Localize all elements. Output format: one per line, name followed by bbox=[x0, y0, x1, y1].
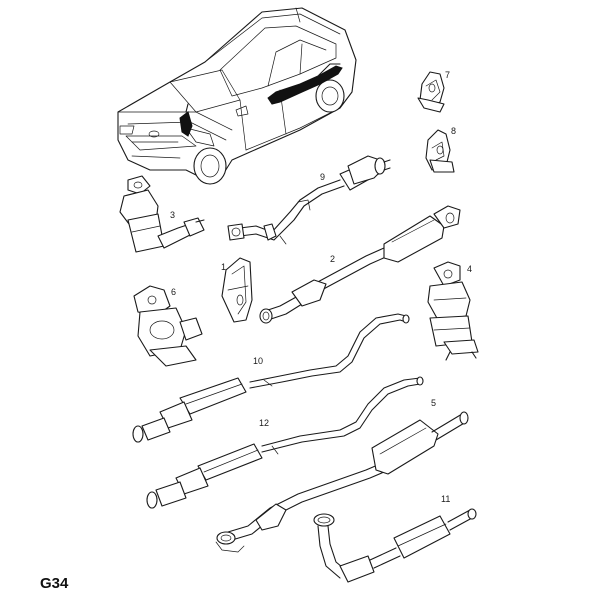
part-8-label: 8 bbox=[451, 126, 456, 136]
part-6-label: 6 bbox=[171, 287, 176, 297]
part-12-label: 12 bbox=[259, 418, 269, 428]
part-2-front-pipe-catalytic: 2 bbox=[259, 205, 461, 324]
page-code: G34 bbox=[40, 575, 69, 592]
part-5-front-pipe-catalytic: 5 bbox=[215, 398, 469, 553]
part-10-exhaust-pipe-filter: 10 bbox=[132, 313, 410, 443]
part-1-label: 1 bbox=[221, 262, 226, 272]
part-7-label: 7 bbox=[445, 70, 450, 80]
part-5-label: 5 bbox=[431, 398, 436, 408]
part-7-heat-shield: 7 bbox=[417, 70, 450, 113]
part-4-catalytic-converter: 4 bbox=[427, 261, 479, 361]
part-11-pipe-catalytic: 11 bbox=[313, 494, 477, 583]
car-illustration bbox=[117, 7, 357, 185]
part-1-heat-shield: 1 bbox=[221, 257, 253, 323]
part-9-front-pipe: 9 bbox=[227, 155, 391, 245]
part-2-label: 2 bbox=[330, 254, 335, 264]
part-4-label: 4 bbox=[467, 264, 472, 274]
part-3-catalytic-converter: 3 bbox=[119, 175, 205, 253]
part-6-catalytic-converter: 6 bbox=[133, 285, 203, 367]
part-3-label: 3 bbox=[170, 210, 175, 220]
part-8-heat-shield: 8 bbox=[425, 126, 456, 173]
part-9-label: 9 bbox=[320, 172, 325, 182]
part-11-label: 11 bbox=[441, 494, 450, 504]
part-12-exhaust-pipe-filter: 12 bbox=[146, 376, 424, 509]
part-10-label: 10 bbox=[253, 356, 263, 366]
